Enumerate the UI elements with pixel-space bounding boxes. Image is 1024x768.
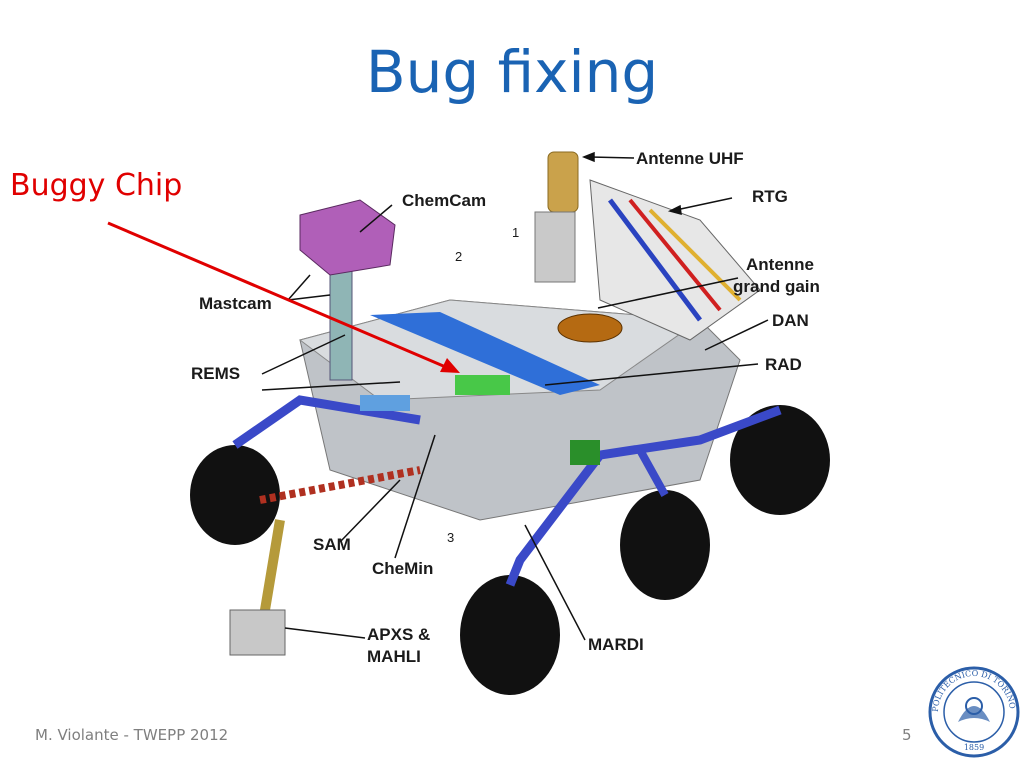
wheel-front-left [190,445,280,545]
footer-text: M. Violante - TWEPP 2012 [35,726,229,744]
label-rad: RAD [765,355,802,374]
label-dan: DAN [772,311,809,330]
label-num-3: 3 [447,530,455,545]
label-rems: REMS [191,364,241,383]
uhf-antenna [547,151,579,213]
blue-deck-bar [370,312,600,395]
rocker-left [232,395,421,449]
label-sam: SAM [313,535,351,554]
label-mastcam: Mastcam [199,294,272,313]
page-number: 5 [902,726,912,744]
label-rtg: RTG [752,187,788,206]
politecnico-seal-logo: POLITECNICO DI TORINO 1859 [928,666,1020,758]
wheel-back [460,575,560,695]
label-grand-gain: grand gain [733,277,820,296]
high-gain-antenna [557,313,623,343]
label-antenne: Antenne [746,255,814,274]
robot-arm [259,466,421,504]
chemcam-head [299,199,396,276]
seal-year: 1859 [964,743,984,752]
label-mardi: MARDI [588,635,644,654]
wheel-front-right [730,405,830,515]
buggy-chip-arrow [107,221,449,370]
label-apxs: APXS & [367,625,431,644]
label-chemcam: ChemCam [402,191,487,210]
wheel-mid-right [620,490,710,600]
label-chemin: CheMin [372,559,434,578]
buggy-chip-label: Buggy Chip [10,168,183,203]
label-num-1: 1 [512,225,520,240]
label-num-2: 2 [455,249,463,264]
label-mahli: MAHLI [367,647,421,666]
arrow-head [440,358,460,373]
slide-title: Bug fixing [365,38,659,106]
label-antenne-uhf: Antenne UHF [636,149,744,168]
arm-turret [229,609,286,656]
